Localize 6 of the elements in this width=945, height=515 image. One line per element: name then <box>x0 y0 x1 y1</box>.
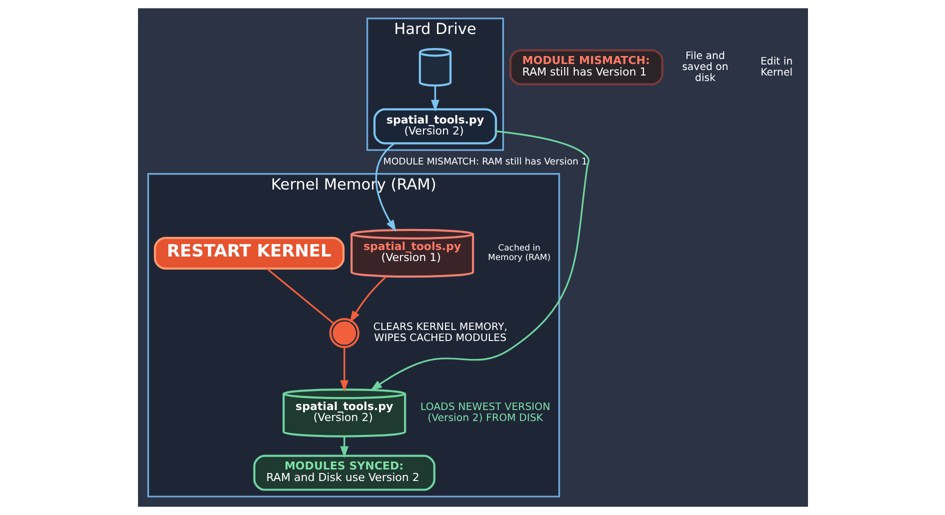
node-label: CLEARS KERNEL MEMORY, WIPES CACHED MODULES <box>372 322 507 344</box>
node-label: Cached in Memory (RAM) <box>488 244 550 264</box>
node-label: LOADS NEWEST VERSION (Version 2) FROM DISK <box>420 402 550 424</box>
label: File and saved on disk <box>682 50 728 84</box>
label: Edit in Kernel <box>760 56 792 78</box>
edge-label: MODULE MISMATCH: RAM still has Version 1 <box>382 156 587 168</box>
